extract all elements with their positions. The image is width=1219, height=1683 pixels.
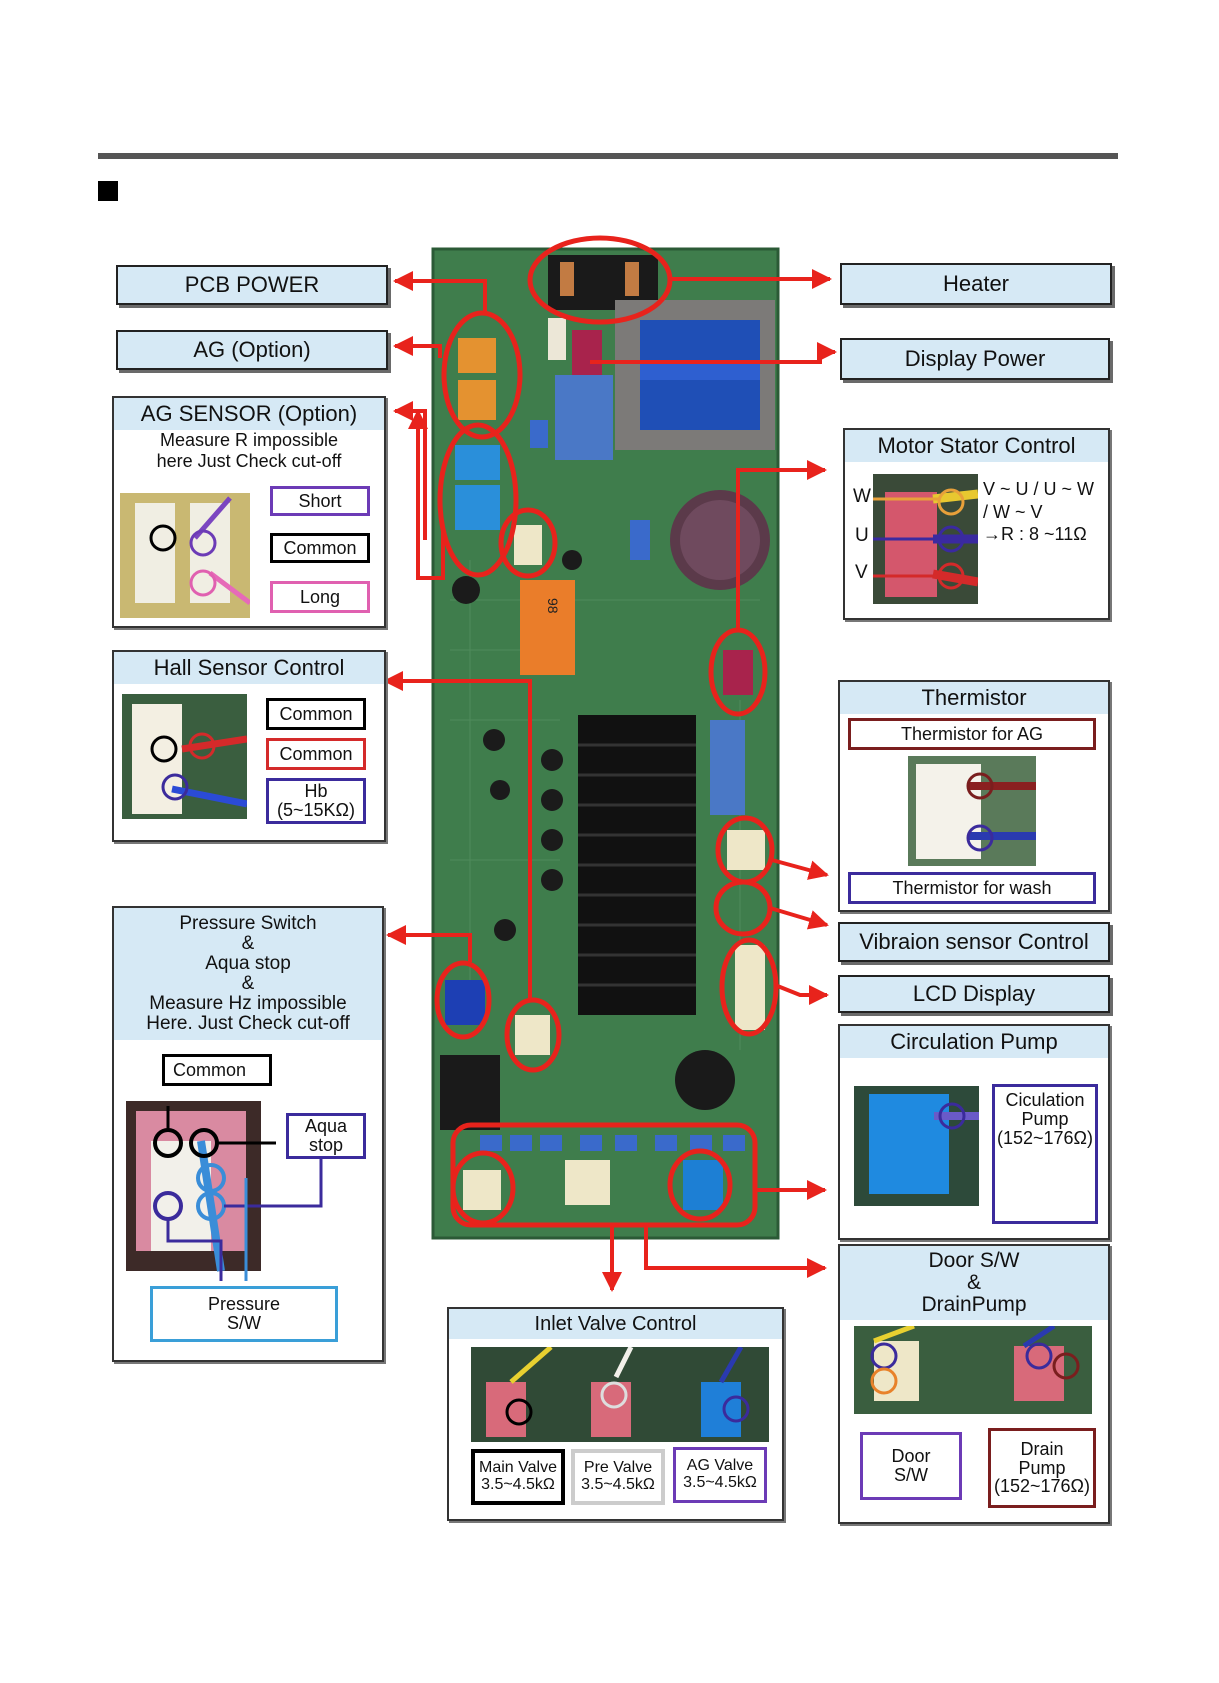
thermistor-photo	[908, 756, 1036, 866]
pressure-sw-label-2: S/W	[227, 1313, 261, 1333]
pressure-switch-photo	[126, 1101, 323, 1281]
main-valve-tag: Main Valve 3.5~4.5kΩ	[471, 1449, 565, 1505]
section-bullet	[98, 181, 118, 201]
door-drain-photo	[854, 1326, 1092, 1414]
pre-valve-tag: Pre Valve 3.5~4.5kΩ	[571, 1449, 665, 1505]
circulation-line-1: Ciculation	[1005, 1090, 1085, 1110]
pre-valve-range: 3.5~4.5kΩ	[581, 1476, 655, 1493]
hall-hb-tag: Hb (5~15KΩ)	[266, 778, 366, 824]
pressure-sw-label-1: Pressure	[207, 1294, 281, 1315]
label-heater: Heater	[840, 263, 1112, 305]
inlet-title: Inlet Valve Control	[449, 1309, 782, 1339]
pressure-switch-panel: Pressure Switch & Aqua stop & Measure Hz…	[112, 906, 384, 1362]
inlet-valve-panel: Inlet Valve Control Main Valve 3.5~4.5kΩ…	[447, 1307, 784, 1521]
door-sw-tag: Door S/W	[860, 1432, 962, 1500]
motor-w-label: W	[853, 486, 871, 507]
pressure-title-3: Aqua stop	[205, 952, 291, 974]
short-tag: Short	[270, 486, 370, 516]
door-drain-panel: Door S/W & DrainPump Door S/W Drain Pump…	[838, 1244, 1110, 1524]
motor-v-label: V	[855, 562, 868, 583]
hall-hb-range: (5~15KΩ)	[277, 800, 355, 820]
drain-line-2: Pump	[1018, 1457, 1066, 1478]
hall-sensor-panel: Hall Sensor Control Common Common Hb (5~…	[112, 650, 386, 842]
door-title-2: &	[966, 1271, 981, 1295]
ag-valve-range: 3.5~4.5kΩ	[683, 1474, 757, 1491]
door-sw-line-2: S/W	[894, 1465, 928, 1485]
door-title-3: DrainPump	[921, 1293, 1027, 1317]
pressure-title-5: Measure Hz impossible	[149, 992, 347, 1014]
ag-sensor-note-2: here Just Check cut-off	[156, 450, 342, 471]
door-title-1: Door S/W	[928, 1249, 1020, 1272]
drain-line-1: Drain	[1020, 1438, 1064, 1459]
common-tag: Common	[270, 533, 370, 563]
ag-sensor-note-1: Measure R impossible	[159, 430, 339, 451]
door-sw-line-1: Door	[891, 1446, 931, 1467]
main-valve-label: Main Valve	[479, 1459, 557, 1477]
pressure-sw-tag: Pressure S/W	[150, 1286, 338, 1342]
label-vibration-sensor: Vibraion sensor Control	[838, 922, 1110, 962]
pcb-board-photo	[431, 247, 780, 1240]
relay-marking: 98	[545, 598, 561, 614]
label-ag-option: AG (Option)	[116, 330, 388, 370]
thermistor-wash-tag: Thermistor for wash	[848, 872, 1096, 904]
thermistor-title: Thermistor	[840, 682, 1108, 715]
circulation-photo	[854, 1086, 979, 1206]
motor-stator-title: Motor Stator Control	[845, 430, 1108, 463]
circulation-pump-panel: Circulation Pump Ciculation Pump (152~17…	[838, 1024, 1110, 1240]
hall-sensor-photo	[122, 694, 247, 819]
thermistor-ag-tag: Thermistor for AG	[848, 718, 1096, 750]
hall-hb-label: Hb	[304, 781, 328, 802]
ag-sensor-panel: AG SENSOR (Option) Measure R impossible …	[112, 396, 386, 628]
ag-valve-tag: AG Valve 3.5~4.5kΩ	[673, 1447, 767, 1503]
inlet-valve-photo	[471, 1347, 769, 1442]
label-display-power: Display Power	[840, 338, 1110, 380]
aqua-stop-label-1: Aqua	[304, 1116, 348, 1137]
leader-arrows	[383, 269, 837, 1292]
header-rule	[98, 153, 1118, 159]
pressure-title-2: &	[241, 932, 255, 954]
pressure-common-tag: Common	[162, 1054, 272, 1086]
aqua-stop-label-2: stop	[308, 1135, 344, 1155]
pre-valve-label: Pre Valve	[583, 1459, 653, 1477]
ag-valve-label: AG Valve	[686, 1457, 754, 1475]
motor-resistance-text: V ~ U / U ~ W / W ~ V →R : 8 ~11Ω	[983, 478, 1094, 546]
door-drain-header: Door S/W & DrainPump	[840, 1246, 1108, 1321]
circulation-line-2: Pump	[1021, 1108, 1069, 1129]
ag-sensor-title: AG SENSOR (Option)	[114, 398, 384, 431]
ag-sensor-photo	[120, 493, 250, 618]
aqua-stop-tag: Aqua stop	[286, 1113, 366, 1159]
pressure-header: Pressure Switch & Aqua stop & Measure Hz…	[114, 908, 382, 1040]
drain-line-3: (152~176Ω)	[993, 1476, 1091, 1497]
hall-common-red-tag: Common	[266, 738, 366, 770]
hall-common-black-tag: Common	[266, 698, 366, 730]
motor-connector-photo	[873, 474, 978, 604]
motor-u-label: U	[855, 525, 869, 546]
hall-sensor-title: Hall Sensor Control	[114, 652, 384, 685]
circulation-pump-tag: Ciculation Pump (152~176Ω)	[992, 1084, 1098, 1224]
motor-line-2: / W ~ V	[983, 501, 1043, 522]
drain-pump-tag: Drain Pump (152~176Ω)	[988, 1428, 1096, 1508]
circulation-title: Circulation Pump	[840, 1026, 1108, 1059]
motor-line-3: →R : 8 ~11Ω	[983, 524, 1087, 544]
main-valve-range: 3.5~4.5kΩ	[481, 1476, 555, 1493]
motor-stator-panel: Motor Stator Control W U V V ~ U / U ~ W…	[843, 428, 1110, 620]
circulation-line-3: (152~176Ω)	[996, 1127, 1094, 1148]
pressure-title-4: &	[241, 972, 255, 994]
thermistor-panel: Thermistor Thermistor for AG Thermistor …	[838, 680, 1110, 912]
label-lcd-display: LCD Display	[838, 975, 1110, 1013]
label-pcb-power: PCB POWER	[116, 265, 388, 305]
long-tag: Long	[270, 581, 370, 613]
pressure-title-6: Here. Just Check cut-off	[146, 1012, 350, 1034]
pressure-title-1: Pressure Switch	[179, 913, 317, 934]
motor-line-1: V ~ U / U ~ W	[983, 479, 1095, 499]
